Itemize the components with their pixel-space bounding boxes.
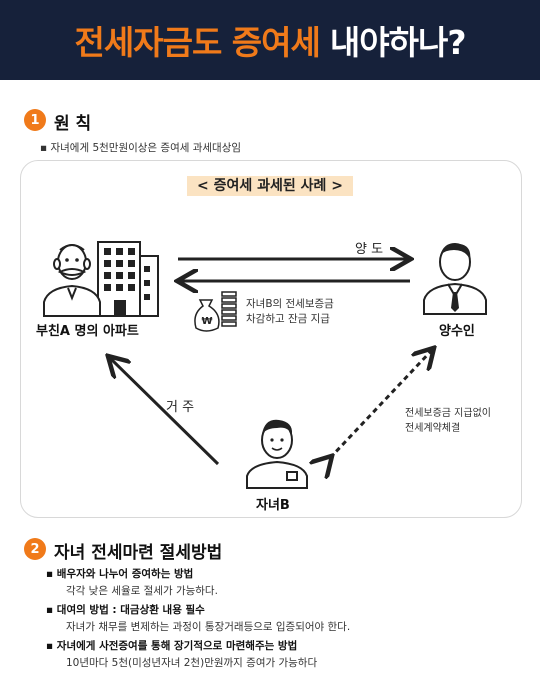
case-title: < 증여세 과세된 사례 > bbox=[0, 175, 540, 196]
method-2-head: ▪ 대여의 방법 : 대금상환 내용 필수 bbox=[46, 604, 205, 616]
money-note-line2: 차감하고 잔금 지급 bbox=[246, 313, 330, 325]
buyer-person-icon bbox=[423, 243, 487, 315]
page-title: 전세자금도 증여세 내야하나? bbox=[0, 0, 540, 80]
section1-note: ▪ 자녀에게 5천만원이상은 증여세 과세대상임 bbox=[40, 142, 242, 154]
residence-label: 거 주 bbox=[166, 400, 195, 415]
child-label: 자녀B bbox=[256, 494, 290, 513]
method-1-head: ▪ 배우자와 나누어 증여하는 방법 bbox=[46, 568, 194, 580]
title-rest: 내야하나? bbox=[329, 23, 467, 62]
residence-arrow bbox=[110, 358, 220, 466]
money-bag-icon: ₩ bbox=[194, 291, 237, 332]
case-title-text: < 증여세 과세된 사례 > bbox=[187, 176, 353, 196]
method-3-detail: 10년마다 5천(미성년자녀 2천)만원까지 증여가 가능하다 bbox=[66, 657, 318, 669]
header-banner bbox=[0, 0, 540, 80]
buyer-label: 양수인 bbox=[439, 320, 475, 339]
section1-note-text: 자녀에게 5천만원이상은 증여세 과세대상임 bbox=[50, 142, 242, 154]
section2-title: 자녀 전세마련 절세방법 bbox=[54, 543, 223, 563]
section2-number-badge: 2 bbox=[24, 538, 46, 560]
contract-note-line2: 전세계약체결 bbox=[405, 423, 461, 434]
contract-arrow bbox=[330, 350, 432, 458]
method-3-head: ▪ 자녀에게 사전증여를 통해 장기적으로 마련해주는 방법 bbox=[46, 640, 298, 652]
section1-title: 원 칙 bbox=[54, 114, 92, 134]
case-box bbox=[20, 160, 522, 518]
section1-number-badge: 1 bbox=[24, 109, 46, 131]
father-apartment-label: 부친A 명의 아파트 bbox=[36, 320, 139, 339]
method-2-detail: 자녀가 채무를 변제하는 과정이 통장거래등으로 입증되어야 한다. bbox=[66, 621, 351, 633]
contract-note-line1: 전세보증금 지급없이 bbox=[405, 408, 491, 419]
father-apartment-illustration bbox=[43, 241, 159, 317]
title-highlight: 전세자금도 증여세 bbox=[74, 23, 321, 62]
method-1-detail: 각각 낮은 세율로 절세가 가능하다. bbox=[66, 585, 218, 597]
won-symbol: ₩ bbox=[201, 316, 212, 327]
child-person-icon bbox=[246, 419, 308, 489]
money-note-line1: 자녀B의 전세보증금 bbox=[246, 298, 334, 310]
transfer-label: 양 도 bbox=[355, 242, 384, 257]
